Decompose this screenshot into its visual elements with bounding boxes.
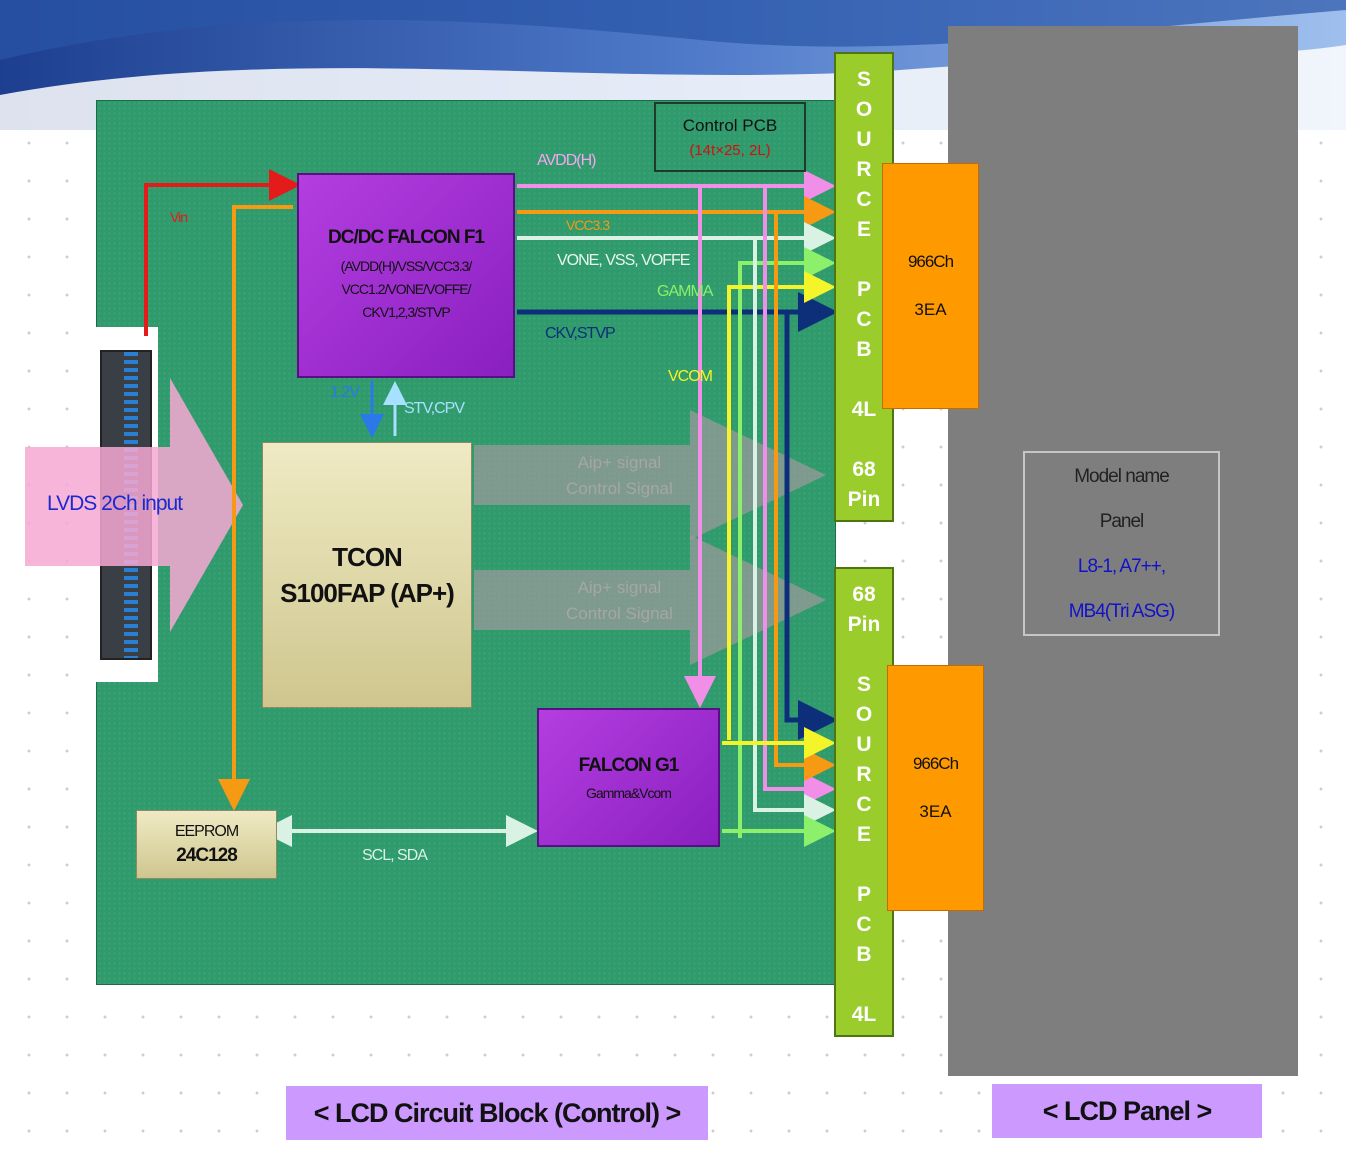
signal-ckv: CKV,STVP <box>545 325 616 342</box>
tcon-part: S100FAP (AP+) <box>280 578 455 608</box>
tcon-block: TCON S100FAP (AP+) <box>262 442 472 708</box>
source-letter: P <box>856 883 871 906</box>
caption-circuit-block: < LCD Circuit Block (Control) > <box>286 1086 708 1140</box>
signal-vone: VONE, VSS, VOFFE <box>557 252 690 269</box>
model-list-2: MB4(Tri ASG) <box>1068 600 1176 622</box>
source-letter: C <box>856 793 872 816</box>
lvds-input-label: LVDS 2Ch input <box>47 492 183 515</box>
vin-line <box>144 169 301 336</box>
source-letter: P <box>856 278 871 301</box>
source-pin-label: Pin <box>847 613 881 636</box>
source-letter: R <box>856 158 872 181</box>
lcd-panel-area <box>948 26 1298 1076</box>
vcom-line-top <box>727 271 836 740</box>
source-letter: B <box>856 338 872 361</box>
dcdc-title: DC/DC FALCON F1 <box>328 227 485 248</box>
signal-vcom: VCOM <box>668 368 713 385</box>
model-list-1: L8-1, A7++, <box>1077 555 1166 577</box>
source-pin-count: 68 <box>852 583 876 606</box>
control-pcb-spec: (14t×25, 2L) <box>689 141 771 159</box>
signal-1v2: 1.2V <box>330 384 360 401</box>
source-letter: O <box>855 98 873 121</box>
control-pcb-title: Control PCB <box>682 115 778 135</box>
source-letter: B <box>856 943 872 966</box>
orange-line-left <box>218 205 293 811</box>
source-letter: C <box>856 913 872 936</box>
signal-stv: STV,CPV <box>404 400 465 417</box>
source-letter: C <box>856 308 872 331</box>
control-signal-text: Control Signal <box>566 479 673 498</box>
eeprom-block: EEPROM 24C128 <box>136 810 277 879</box>
aip-signal-text: Aip+ signal <box>577 578 662 597</box>
vcc33-down <box>774 212 836 781</box>
lvds-input-arrow <box>25 378 243 632</box>
signal-gamma: GAMMA <box>657 283 713 300</box>
falcon-title: FALCON G1 <box>578 754 680 776</box>
signal-scl-sda: SCL, SDA <box>362 847 428 864</box>
dcdc-falcon-f1-block: DC/DC FALCON F1 (AVDD(H)/VSS/VCC3.3/ VCC… <box>297 173 515 378</box>
model-info-box: Model name Panel L8-1, A7++, MB4(Tri ASG… <box>1023 451 1220 636</box>
source-letter: O <box>855 703 873 726</box>
falcon-sub: Gamma&Vcom <box>586 784 672 801</box>
panel-label: Panel <box>1099 510 1145 532</box>
source-pin-label: Pin <box>847 488 881 511</box>
eeprom-title: EEPROM <box>174 822 239 840</box>
source-letter: C <box>856 188 872 211</box>
model-name-label: Model name <box>1074 465 1170 487</box>
vone-down <box>753 238 836 826</box>
tcon-title: TCON <box>332 542 403 572</box>
source-ic-bottom: 966Ch 3EA <box>887 665 984 911</box>
dcdc-line-2: VCC1.2/VONE/VOFFE/ <box>341 281 471 297</box>
source-ic-top: 966Ch 3EA <box>882 163 979 409</box>
gamma-line-top <box>738 247 836 838</box>
caption-lcd-panel: < LCD Panel > <box>992 1084 1262 1138</box>
source-letter: U <box>856 733 872 756</box>
source-pcb-bottom: 68 Pin S O U R C E P C B 4L <box>834 567 894 1037</box>
signal-avdd: AVDD(H) <box>537 152 596 169</box>
aip-signal-text: Aip+ signal <box>577 453 662 472</box>
source-ic-count: 3EA <box>914 300 947 319</box>
source-pin-count: 68 <box>852 458 876 481</box>
source-ic-count: 3EA <box>919 802 952 821</box>
source-letter: E <box>856 823 871 846</box>
source-layer: 4L <box>851 1003 877 1026</box>
source-layer: 4L <box>851 398 877 421</box>
falcon-g1-block: FALCON G1 Gamma&Vcom <box>537 708 720 847</box>
signal-vcc33: VCC3.3 <box>566 217 610 233</box>
control-signal-text: Control Signal <box>566 604 673 623</box>
avdd-down <box>763 186 836 805</box>
signal-vin: Vin <box>170 209 188 225</box>
dcdc-line-3: CKV1,2,3/STVP <box>362 304 450 320</box>
source-letter: U <box>856 128 872 151</box>
source-letter: E <box>856 218 871 241</box>
aip-signal-label-bottom: Aip+ signal Control Signal <box>566 575 673 627</box>
source-ic-channels: 966Ch <box>912 754 959 773</box>
source-letter: R <box>856 763 872 786</box>
dcdc-line-1: (AVDD(H)/VSS/VCC3.3/ <box>340 258 473 274</box>
ckv-down <box>784 312 838 740</box>
source-letter: S <box>856 673 871 696</box>
eeprom-part: 24C128 <box>176 844 238 866</box>
source-letter: S <box>856 68 871 91</box>
control-pcb-label: Control PCB (14t×25, 2L) <box>654 102 806 172</box>
aip-signal-label-top: Aip+ signal Control Signal <box>566 450 673 502</box>
source-ic-channels: 966Ch <box>907 252 954 271</box>
